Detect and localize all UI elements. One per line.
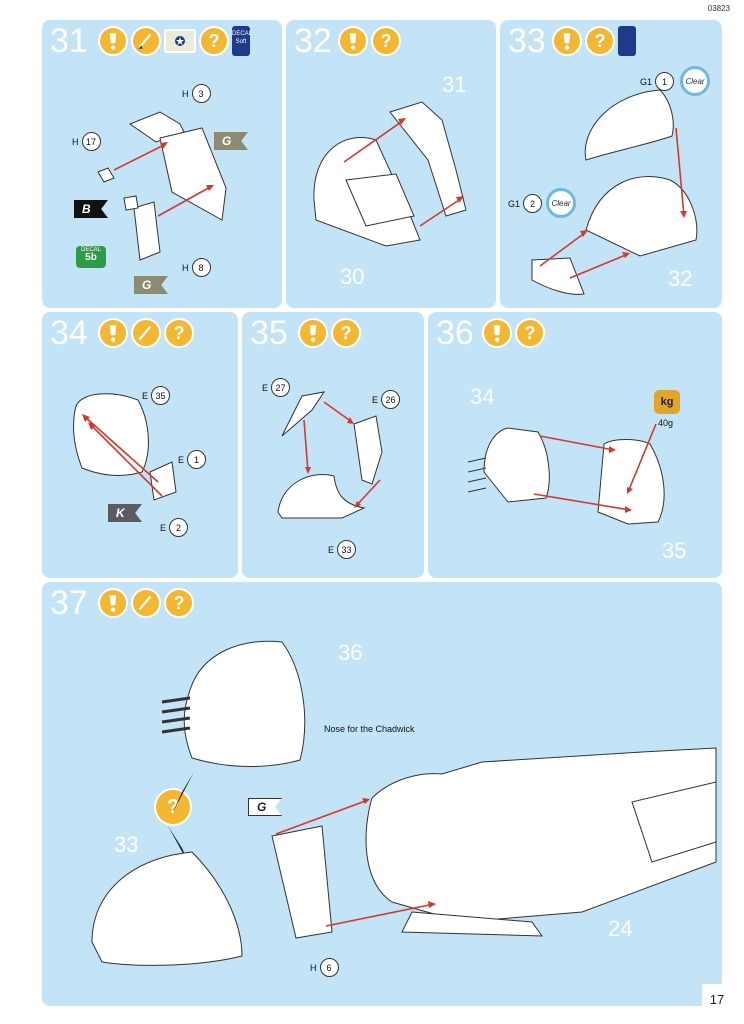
step-35-drawing [277, 391, 383, 519]
question-icon: ? [199, 26, 229, 56]
document-number: 03823 [707, 4, 730, 13]
glue-icon [552, 26, 582, 56]
glue-icon [98, 588, 128, 618]
paint-tin-icon [618, 26, 636, 56]
part-number-35: 35 [662, 538, 687, 563]
step-icons: ? [98, 588, 194, 618]
step-33-drawing [531, 89, 698, 295]
glue-icon [482, 318, 512, 348]
brush-icon [131, 588, 161, 618]
step-number: 35 [250, 314, 288, 352]
question-icon: ? [164, 318, 194, 348]
marker-flag-g: G [214, 132, 248, 150]
nose-note: Nose for the Chadwick [324, 724, 415, 734]
step-icons: ? [298, 318, 361, 348]
step-number: 32 [294, 22, 332, 60]
step-number: 33 [508, 22, 546, 60]
glue-icon [298, 318, 328, 348]
step-icons: ? [482, 318, 545, 348]
step-icons: ? [338, 26, 401, 56]
step-31-drawing [97, 111, 227, 261]
question-icon: ? [585, 26, 615, 56]
brush-icon [131, 26, 161, 56]
marker-flag-k: K [108, 504, 142, 522]
marker-flag-b: B [74, 200, 108, 218]
glue-icon [98, 26, 128, 56]
glue-icon [98, 318, 128, 348]
clear-part-badge: Clear [546, 188, 576, 218]
part-number-33: 33 [114, 832, 139, 857]
question-icon: ? [371, 26, 401, 56]
part-number-24: 24 [608, 916, 633, 941]
step-36-drawing [467, 423, 665, 525]
step-number: 31 [50, 22, 88, 60]
decal-sheet-icon [164, 29, 196, 53]
weight-value: 40g [658, 418, 674, 428]
step-number: 36 [436, 314, 474, 352]
step-36-panel: 36 ? 34 35 kg 40g [428, 312, 722, 578]
part-number-36: 36 [338, 640, 363, 665]
part-number-30: 30 [340, 264, 365, 289]
page-number: 17 [702, 984, 732, 1014]
marker-flag-g: G [134, 276, 168, 294]
part-number-31: 31 [442, 72, 467, 97]
step-icons: ? [98, 318, 194, 348]
brush-icon [131, 318, 161, 348]
glue-icon [338, 26, 368, 56]
step-32-drawing [313, 101, 467, 247]
step-number: 34 [50, 314, 88, 352]
part-number-34: 34 [470, 384, 495, 409]
step-34-drawing [73, 393, 177, 501]
step-32-panel: 32 ? 31 30 [286, 20, 496, 308]
question-icon: ? [154, 788, 192, 826]
paint-tin-icon: DECAL Soft [232, 26, 252, 56]
step-number: 37 [50, 584, 88, 622]
question-icon: ? [331, 318, 361, 348]
step-37-drawing [91, 640, 717, 966]
weight-icon: kg [654, 390, 680, 414]
step-icons: ? [552, 26, 636, 56]
part-number-32: 32 [668, 266, 693, 291]
clear-part-badge: Clear [680, 66, 710, 96]
step-icons: ? DECAL Soft [98, 26, 252, 56]
question-icon: ? [164, 588, 194, 618]
question-icon: ? [515, 318, 545, 348]
